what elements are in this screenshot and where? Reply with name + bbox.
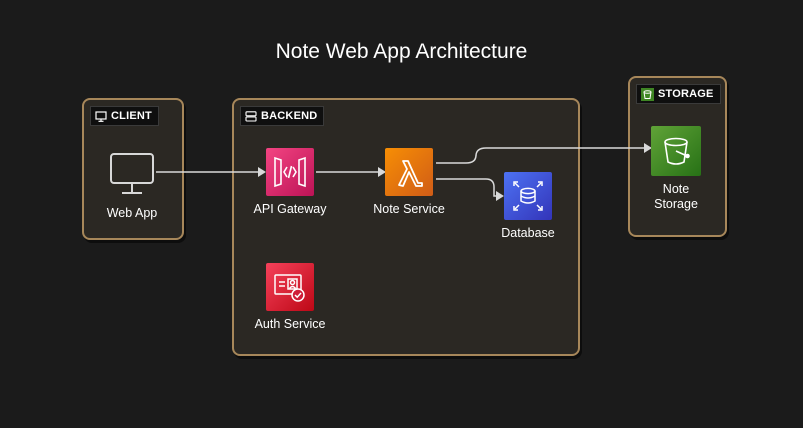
node-api-gateway-label: API Gateway (253, 202, 327, 216)
monitor-icon (95, 110, 107, 122)
backend-group-label: BACKEND (261, 110, 318, 122)
storage-group-label: STORAGE (658, 88, 714, 100)
edge-note-service-to-database (436, 178, 496, 197)
node-auth-service-label: Auth Service (254, 317, 326, 331)
node-note-service-label: Note Service (373, 202, 445, 216)
edge-arrowhead-api-gateway (258, 167, 266, 177)
database-icon (504, 172, 552, 220)
node-web-app-label: Web App (106, 206, 158, 220)
backend-group-tag: BACKEND (240, 106, 325, 126)
node-web-app[interactable]: Web App (96, 152, 168, 221)
edge-arrowhead-database (496, 191, 504, 201)
storage-group-tag: STORAGE (636, 84, 721, 104)
lambda-icon (385, 148, 433, 196)
server-icon (245, 110, 257, 122)
storage-bucket-icon (641, 87, 654, 101)
edge-arrowhead-note-service (378, 167, 386, 177)
bucket-icon (651, 126, 701, 176)
node-auth-service[interactable]: Auth Service (246, 263, 334, 332)
node-note-storage[interactable]: Note Storage (646, 126, 706, 212)
backend-group: BACKEND (232, 98, 580, 356)
edge-note-service-to-note-storage (436, 147, 645, 164)
diagram-title: Note Web App Architecture (275, 40, 528, 63)
client-group-label: CLIENT (111, 110, 152, 122)
node-database-label: Database (501, 226, 555, 240)
node-database[interactable]: Database (493, 172, 563, 241)
node-api-gateway[interactable]: API Gateway (246, 148, 334, 217)
edge-arrowhead-note-storage (644, 143, 652, 153)
client-group-tag: CLIENT (90, 106, 159, 126)
client-group: CLIENT (82, 98, 184, 240)
node-note-storage-label: Note Storage (654, 182, 698, 211)
node-note-service[interactable]: Note Service (364, 148, 454, 217)
api-gateway-icon (266, 148, 314, 196)
identity-icon (266, 263, 314, 311)
monitor-icon (109, 152, 155, 201)
